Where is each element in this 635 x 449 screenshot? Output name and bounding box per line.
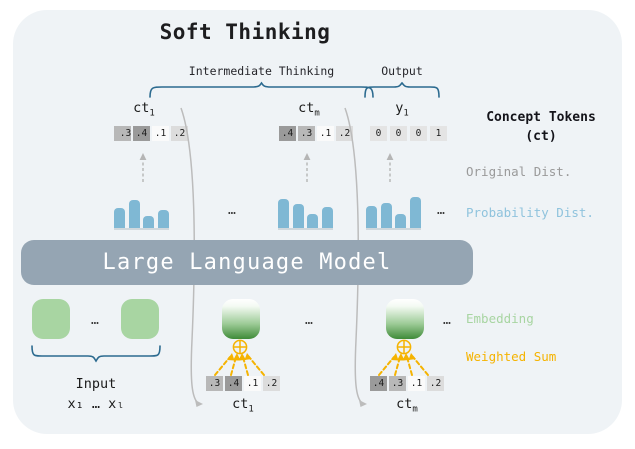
bar xyxy=(380,203,392,228)
ellipsis-bars-right: … xyxy=(437,203,446,218)
brace-label-output: Output xyxy=(381,64,423,78)
token-cell: .1 xyxy=(317,126,334,141)
token-cell: 0 xyxy=(370,126,387,141)
embedding-ct1 xyxy=(222,299,260,339)
legend-embedding: Embedding xyxy=(466,311,534,326)
bar xyxy=(321,207,333,228)
embedding-input-last xyxy=(121,299,159,339)
bar xyxy=(409,197,421,228)
token-cell: 0 xyxy=(410,126,427,141)
column-head-ctm: ctm xyxy=(273,100,345,119)
token-cell: .4 xyxy=(133,126,150,141)
bar xyxy=(143,216,154,228)
column-head-ct1-text: ct xyxy=(133,100,150,116)
probability-bars-y1 xyxy=(366,192,421,230)
token-cell: .4 xyxy=(279,126,296,141)
bar xyxy=(157,210,169,228)
feedback-label-ctm: ctm xyxy=(370,396,444,415)
bar xyxy=(307,214,318,228)
bar xyxy=(366,206,377,228)
probability-bars-ctm xyxy=(278,192,333,230)
embedding-input-first xyxy=(32,299,70,339)
token-row-ctm: .4 .3 .1 .2 xyxy=(279,126,353,141)
large-language-model-box[interactable]: Large Language Model xyxy=(21,240,473,285)
feedback-label-ct1-sub: 1 xyxy=(248,404,254,415)
probability-bars-ct1 xyxy=(114,192,169,230)
token-cell: 1 xyxy=(430,126,447,141)
column-head-y1-sub: 1 xyxy=(403,108,409,119)
page-title: Soft Thinking xyxy=(159,20,331,44)
token-cell: .3 xyxy=(114,126,132,141)
token-cell: .2 xyxy=(171,126,188,141)
token-cell: 0 xyxy=(390,126,407,141)
brace-input xyxy=(30,345,162,363)
bar xyxy=(128,200,140,228)
bar xyxy=(278,199,289,228)
bar xyxy=(395,214,406,228)
legend-weighted-sum: Weighted Sum xyxy=(466,349,557,364)
column-head-ct1-sub: 1 xyxy=(149,108,155,119)
column-head-ctm-text: ct xyxy=(298,100,315,116)
column-head-ct1: ct1 xyxy=(108,100,180,119)
feedback-label-ctm-sub: m xyxy=(412,404,418,415)
feedback-label-ctm-text: ct xyxy=(396,396,413,412)
brace-label-intermediate-thinking: Intermediate Thinking xyxy=(188,64,335,78)
legend-concept-tokens-sub: (ct) xyxy=(525,129,557,144)
token-cell: .4 xyxy=(370,376,387,391)
token-cell: .3 xyxy=(389,376,406,391)
legend-concept-tokens: Concept Tokens xyxy=(486,110,596,125)
token-cell: .2 xyxy=(336,126,353,141)
token-row-y1: 0 0 0 1 xyxy=(370,126,447,141)
column-head-y1: y1 xyxy=(366,100,438,119)
ellipsis-bars-mid: … xyxy=(228,203,237,218)
column-head-y1-text: y xyxy=(395,100,404,116)
embedding-ctm xyxy=(386,299,424,339)
input-sublabel: x₁ … xₗ xyxy=(67,396,125,412)
token-cell: .3 xyxy=(298,126,315,141)
token-cell: .4 xyxy=(225,376,242,391)
brace-intermediate-thinking xyxy=(148,81,375,98)
token-cell: .2 xyxy=(263,376,280,391)
token-row-ct1: .3 .4 .1 .2 xyxy=(114,126,188,141)
legend-probability-dist: Probability Dist. xyxy=(466,205,594,220)
llm-label: Large Language Model xyxy=(102,250,392,275)
ellipsis-embedding-mid: … xyxy=(305,313,314,328)
ellipsis-embedding-right: … xyxy=(443,313,452,328)
feedback-label-ct1: ct1 xyxy=(206,396,280,415)
feedback-label-ct1-text: ct xyxy=(232,396,249,412)
bar xyxy=(292,204,304,228)
token-cell: .1 xyxy=(152,126,169,141)
token-cell: .1 xyxy=(408,376,425,391)
column-head-ctm-sub: m xyxy=(314,108,320,119)
plus-circle-icon-ctm xyxy=(396,339,412,355)
brace-output xyxy=(363,81,441,98)
token-cell: .1 xyxy=(244,376,261,391)
token-cell: .2 xyxy=(427,376,444,391)
input-label: Input xyxy=(75,376,117,392)
feedback-token-row-ct1: .3 .4 .1 .2 xyxy=(206,376,280,391)
plus-circle-icon-ct1 xyxy=(232,339,248,355)
token-cell: .3 xyxy=(206,376,223,391)
feedback-token-row-ctm: .4 .3 .1 .2 xyxy=(370,376,444,391)
bar xyxy=(114,208,125,228)
ellipsis-embedding-input: … xyxy=(91,313,100,328)
legend-original-dist: Original Dist. xyxy=(466,164,572,179)
